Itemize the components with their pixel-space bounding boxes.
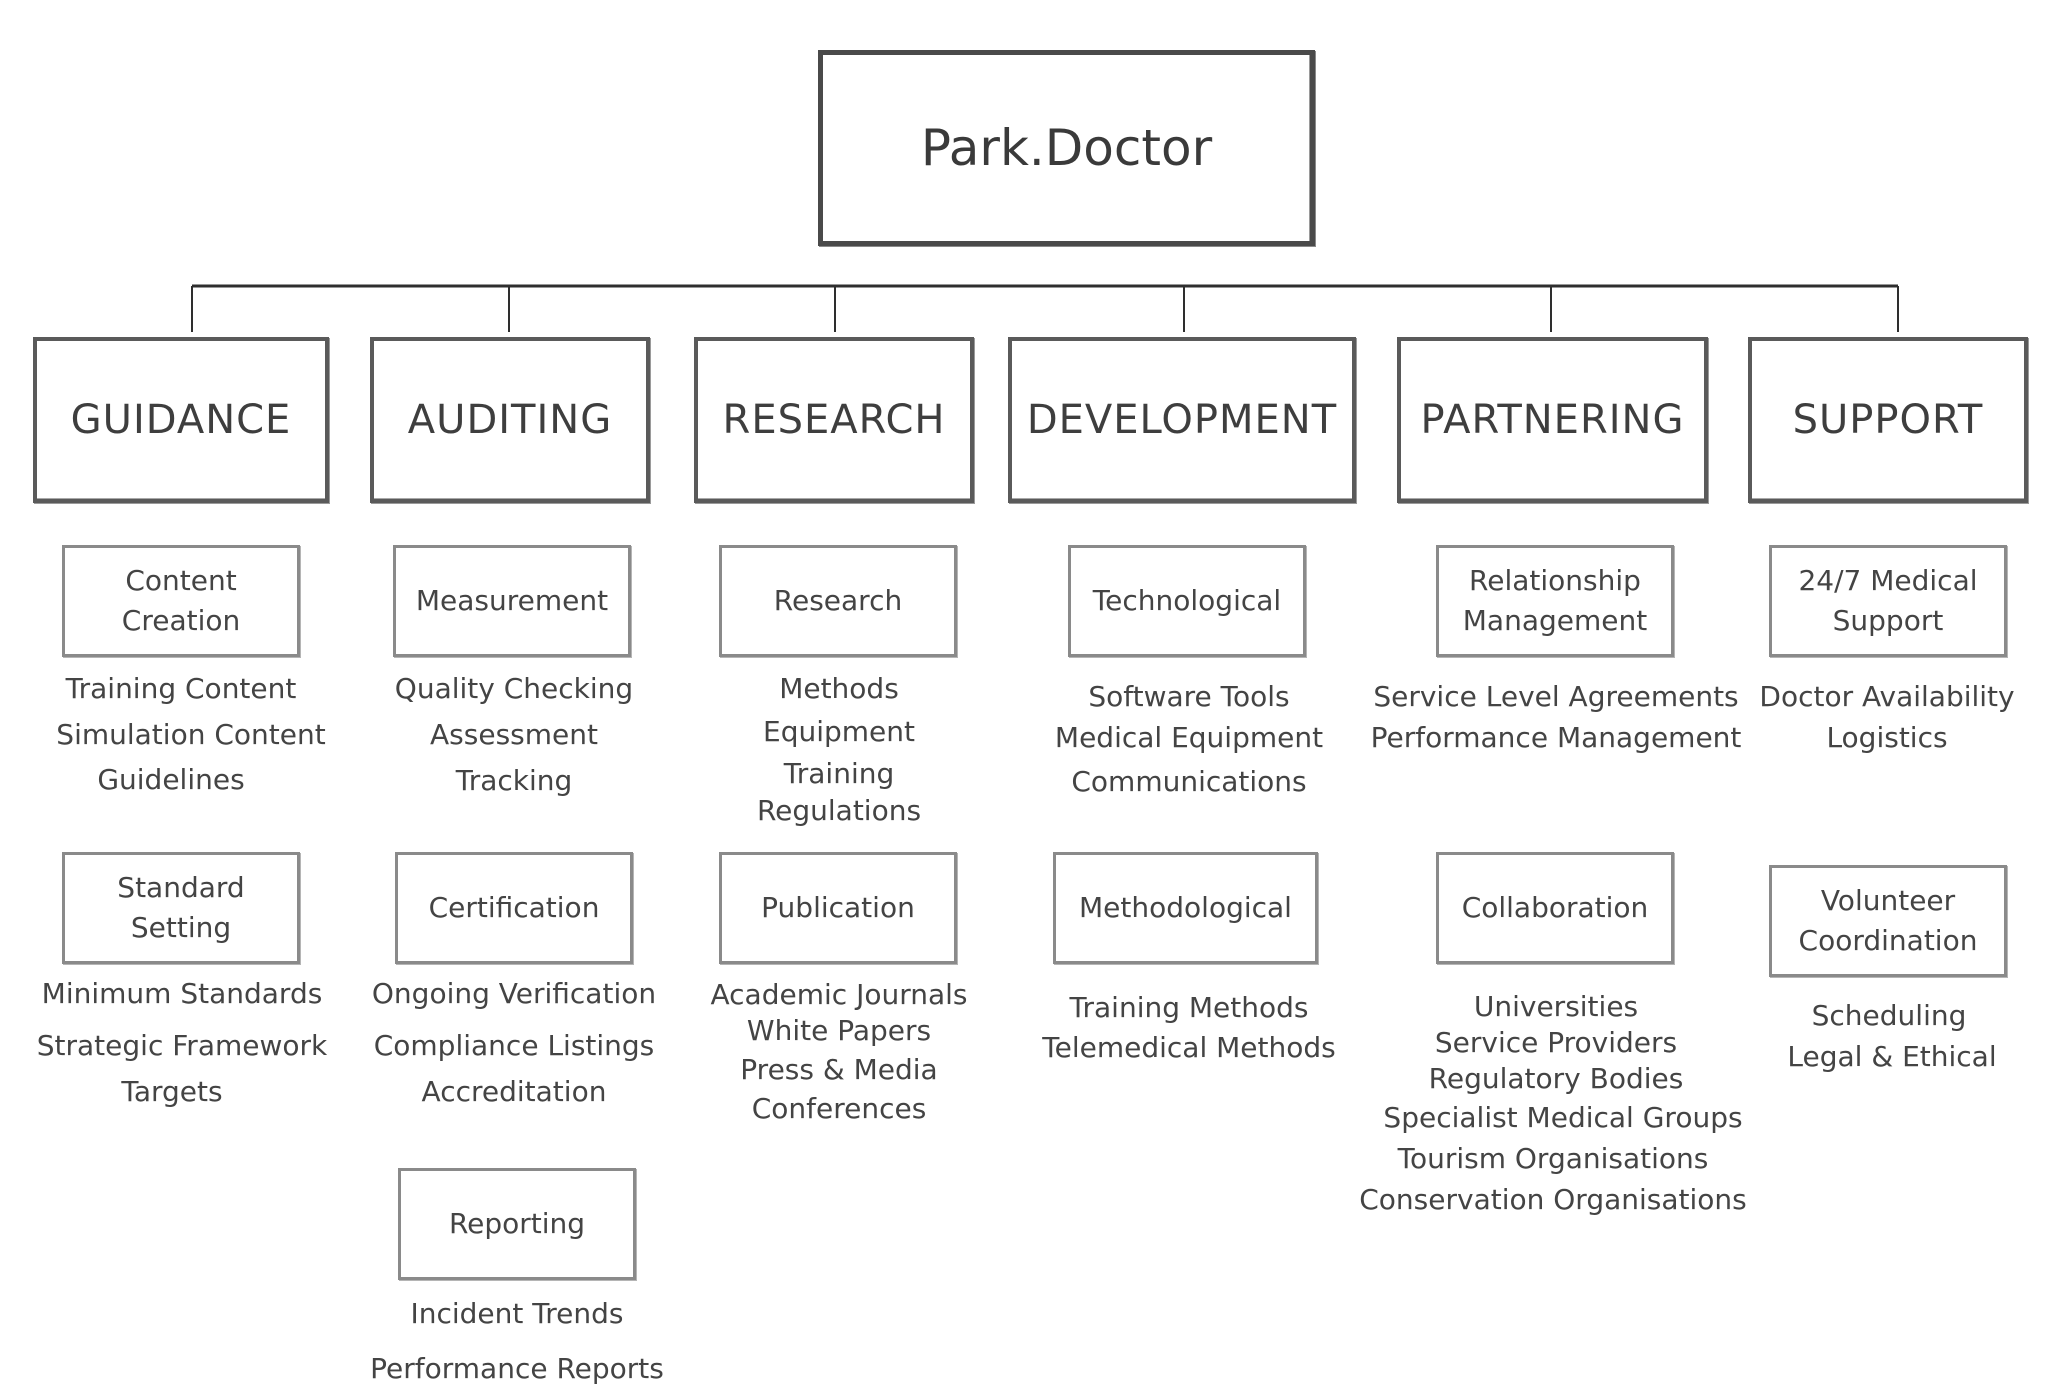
subgroup-research: Research	[719, 545, 957, 657]
list-item: Performance Reports	[370, 1352, 664, 1385]
subgroup-standard-setting: Standard Setting	[62, 852, 300, 964]
category-label: GUIDANCE	[70, 397, 292, 443]
list-item: Compliance Listings	[373, 1029, 655, 1062]
list-item: Service Level Agreements	[1373, 680, 1739, 713]
subgroup-volunteer-coordination: Volunteer Coordination	[1769, 865, 2007, 977]
category-label: AUDITING	[407, 397, 613, 443]
subgroup-medical-support: 24/7 Medical Support	[1769, 545, 2007, 657]
category-label: DEVELOPMENT	[1026, 397, 1338, 443]
list-item: Performance Management	[1370, 721, 1742, 754]
list-item: Software Tools	[1088, 680, 1290, 713]
list-item: Ongoing Verification	[371, 977, 657, 1010]
category-guidance: GUIDANCE	[33, 337, 329, 503]
list-item: Legal & Ethical	[1787, 1040, 1997, 1073]
list-item: Scheduling	[1811, 999, 1967, 1032]
list-item: Incident Trends	[410, 1297, 624, 1330]
subgroup-label: Technological	[1092, 584, 1282, 617]
list-item: Logistics	[1826, 721, 1948, 754]
list-item: Doctor Availability	[1759, 680, 2015, 713]
subgroup-label: Relationship Management	[1462, 564, 1648, 637]
subgroup-collaboration: Collaboration	[1436, 852, 1674, 964]
list-item: Service Providers	[1434, 1026, 1678, 1059]
subgroup-measurement: Measurement	[393, 545, 631, 657]
subgroup-content-creation: Content Creation	[62, 545, 300, 657]
root-label: Park.Doctor	[920, 119, 1213, 177]
root-box: Park.Doctor	[818, 50, 1315, 246]
list-item: Tourism Organisations	[1397, 1142, 1709, 1175]
list-item: Conservation Organisations	[1359, 1183, 1747, 1216]
subgroup-label: Standard Setting	[117, 871, 245, 944]
subgroup-label: Collaboration	[1461, 891, 1649, 924]
list-item: Communications	[1071, 765, 1307, 798]
subgroup-methodological: Methodological	[1053, 852, 1318, 964]
list-item: Specialist Medical Groups	[1383, 1101, 1743, 1134]
list-item: Regulations	[756, 794, 922, 827]
subgroup-label: Reporting	[448, 1207, 586, 1240]
list-item: Targets	[121, 1075, 223, 1108]
list-item: Guidelines	[97, 763, 245, 796]
subgroup-label: Publication	[761, 891, 915, 924]
category-support: SUPPORT	[1748, 337, 2028, 503]
category-label: PARTNERING	[1420, 397, 1685, 443]
list-item: Press & Media	[740, 1053, 938, 1086]
list-item: Universities	[1473, 990, 1639, 1023]
list-item: Conferences	[751, 1092, 927, 1125]
category-partnering: PARTNERING	[1397, 337, 1708, 503]
subgroup-reporting: Reporting	[398, 1168, 636, 1280]
category-research: RESEARCH	[694, 337, 974, 503]
list-item: Equipment	[763, 715, 915, 748]
subgroup-label: Volunteer Coordination	[1798, 884, 1978, 957]
subgroup-label: Content Creation	[121, 564, 241, 637]
list-item: Accreditation	[421, 1075, 607, 1108]
list-item: Telemedical Methods	[1042, 1031, 1336, 1064]
list-item: Regulatory Bodies	[1428, 1062, 1684, 1095]
list-item: Quality Checking	[394, 672, 634, 705]
list-item: White Papers	[746, 1014, 932, 1047]
list-item: Methods	[779, 672, 899, 705]
subgroup-publication: Publication	[719, 852, 957, 964]
list-item: Training Methods	[1069, 991, 1309, 1024]
list-item: Training Content	[65, 672, 297, 705]
subgroup-label: Methodological	[1079, 891, 1292, 924]
list-item: Training	[783, 757, 895, 790]
subgroup-certification: Certification	[395, 852, 633, 964]
subgroup-relationship-management: Relationship Management	[1436, 545, 1674, 657]
subgroup-label: Research	[773, 584, 903, 617]
list-item: Academic Journals	[710, 978, 968, 1011]
subgroup-label: Certification	[428, 891, 600, 924]
category-auditing: AUDITING	[370, 337, 650, 503]
list-item: Minimum Standards	[41, 977, 323, 1010]
list-item: Strategic Framework	[36, 1029, 328, 1062]
category-label: SUPPORT	[1792, 397, 1984, 443]
category-label: RESEARCH	[722, 397, 946, 443]
subgroup-label: 24/7 Medical Support	[1798, 564, 1978, 637]
category-development: DEVELOPMENT	[1008, 337, 1356, 503]
list-item: Medical Equipment	[1054, 721, 1324, 754]
list-item: Tracking	[455, 764, 573, 797]
list-item: Assessment	[430, 718, 598, 751]
subgroup-technological: Technological	[1068, 545, 1306, 657]
subgroup-label: Measurement	[415, 584, 609, 617]
list-item: Simulation Content	[56, 718, 326, 751]
